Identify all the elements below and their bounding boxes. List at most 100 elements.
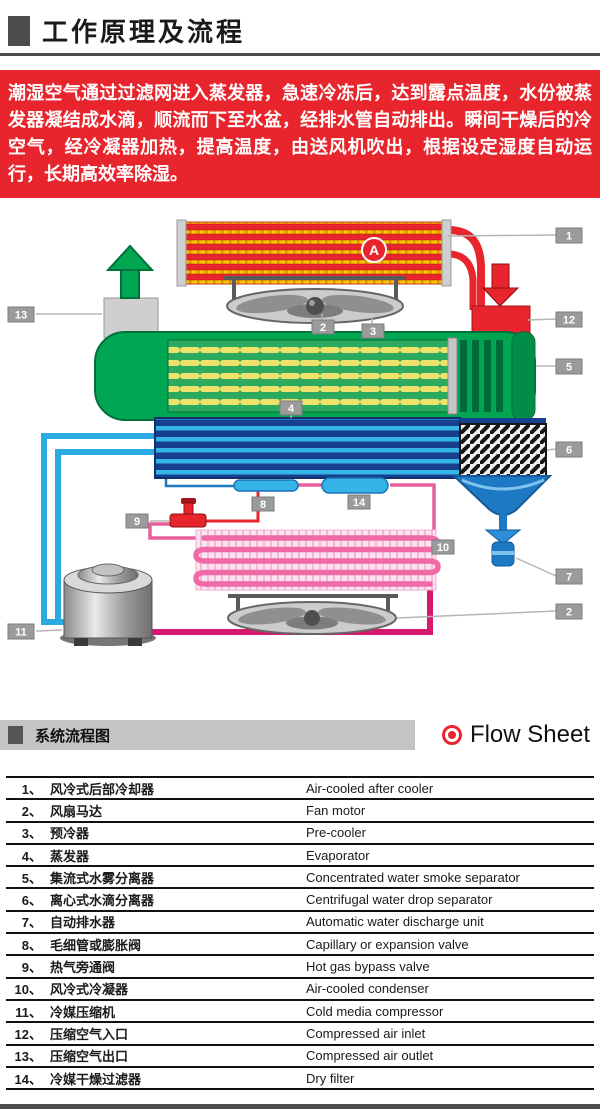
part-name-cn: 风扇马达 (50, 803, 103, 819)
table-row: 3、预冷器 Pre-cooler (6, 823, 594, 845)
part-number: 13、 (14, 1049, 42, 1065)
capillary (233, 479, 299, 492)
part-name-cn: 冷媒压缩机 (50, 1004, 116, 1020)
flow-diagram: A (0, 214, 600, 706)
part-number: 7、 (21, 915, 42, 931)
part-name-en: Cold media compressor (306, 1003, 444, 1019)
part-name-cn: 风冷式冷凝器 (50, 982, 129, 998)
part-number: 6、 (21, 893, 42, 909)
callout-auto-drain: 7 (555, 568, 583, 585)
part-name-en: Evaporator (306, 847, 370, 863)
part-name-en: Hot gas bypass valve (306, 959, 430, 975)
section-marker-icon (8, 726, 23, 744)
section-marker-icon (8, 15, 30, 46)
svg-text:8: 8 (260, 499, 266, 511)
table-row: 13、压缩空气出口 Compressed air outlet (6, 1046, 594, 1068)
fan-top (224, 276, 406, 324)
part-name-cn: 压缩空气出口 (50, 1049, 129, 1065)
svg-text:10: 10 (437, 542, 449, 554)
part-name-en: Fan motor (306, 802, 366, 818)
dry-filter (321, 477, 389, 494)
svg-text:11: 11 (15, 627, 27, 639)
evaporator (154, 417, 461, 479)
part-number: 14、 (14, 1071, 42, 1087)
svg-text:A: A (369, 242, 379, 258)
hot-air-pipes (447, 226, 485, 310)
flow-sheet-title-en-wrap: Flow Sheet (441, 720, 590, 750)
part-number: 8、 (21, 937, 42, 953)
part-number: 4、 (21, 848, 42, 864)
part-number: 11、 (15, 1004, 42, 1020)
part-name-en: Compressed air outlet (306, 1048, 434, 1064)
callout-leaders (35, 234, 557, 632)
compressor (60, 563, 156, 646)
part-number: 9、 (21, 960, 42, 976)
condenser (193, 529, 441, 591)
part-name-en: Automatic water discharge unit (306, 914, 484, 930)
part-name-en: Pre-cooler (306, 825, 366, 841)
part-name-cn: 离心式水滴分离器 (50, 893, 155, 909)
auto-drain (484, 529, 522, 567)
part-number: 10、 (14, 982, 42, 998)
main-vessel (94, 331, 536, 421)
callout-fan-bottom: 2 (555, 603, 583, 620)
suction-pipes (41, 433, 160, 625)
part-name-en: Compressed air inlet (306, 1025, 426, 1041)
table-row: 11、冷媒压缩机 Cold media compressor (6, 1001, 594, 1024)
flow-sheet-header: 系统流程图 Flow Sheet (0, 720, 600, 750)
callout-bypass-valve: 9 (125, 513, 149, 529)
svg-text:7: 7 (566, 572, 572, 584)
fan-bottom (227, 594, 398, 635)
part-name-en: Concentrated water smoke separator (306, 869, 520, 885)
svg-text:6: 6 (566, 445, 572, 457)
part-number: 12、 (14, 1026, 42, 1042)
part-name-cn: 预冷器 (50, 826, 90, 842)
target-dot (447, 731, 456, 739)
intro-text: 潮湿空气通过过滤网进入蒸发器，急速冷冻后，达到露点温度，水份被蒸发器凝结成水滴，… (8, 83, 592, 184)
part-name-cn: 压缩空气入口 (50, 1026, 129, 1042)
callout-air-inlet: 12 (555, 311, 583, 328)
bottom-rule (0, 1104, 600, 1110)
intro-banner: 潮湿空气通过过滤网进入蒸发器，急速冷冻后，达到露点温度，水份被蒸发器凝结成水滴，… (0, 70, 600, 198)
callout-dry-filter: 14 (347, 494, 371, 510)
table-row: 10、风冷式冷凝器 Air-cooled condenser (6, 979, 594, 1001)
callout-air-outlet: 13 (7, 306, 35, 323)
svg-text:12: 12 (563, 315, 575, 327)
callout-compressor: 11 (7, 623, 35, 640)
page-title: 工作原理及流程 (42, 17, 246, 47)
part-name-cn: 集流式水雾分离器 (50, 870, 155, 886)
callout-pre-cooler: 3 (361, 323, 385, 339)
callout-fan-top: 2 (311, 319, 335, 335)
part-name-en: Centrifugal water drop separator (306, 892, 493, 908)
drop-separator (459, 418, 547, 477)
part-number: 3、 (21, 826, 42, 842)
svg-text:1: 1 (566, 231, 572, 243)
discharge-pipe (150, 584, 433, 635)
part-name-en: Air-cooled after cooler (306, 780, 434, 796)
part-name-en: Air-cooled condenser (306, 981, 429, 997)
table-row: 9、热气旁通阀 Hot gas bypass valve (6, 956, 594, 979)
part-name-cn: 热气旁通阀 (50, 960, 116, 976)
part-name-en: Capillary or expansion valve (306, 936, 469, 952)
callout-drop-separator: 6 (555, 441, 583, 458)
svg-text:2: 2 (566, 607, 572, 619)
callout-evaporator: 4 (279, 400, 303, 416)
flow-sheet-title-en: Flow Sheet (469, 721, 590, 748)
part-number: 5、 (21, 870, 42, 886)
table-row: 6、离心式水滴分离器 Centrifugal water drop separat… (6, 889, 594, 912)
water-collector (451, 475, 553, 532)
svg-text:13: 13 (15, 310, 27, 322)
callout-after-cooler: 1 (555, 227, 583, 244)
part-number: 1、 (21, 781, 42, 797)
part-name-en: Dry filter (306, 1070, 355, 1086)
air-outlet-arrow (105, 244, 155, 299)
callout-smoke-separator: 5 (555, 358, 583, 375)
svg-text:14: 14 (353, 497, 366, 509)
